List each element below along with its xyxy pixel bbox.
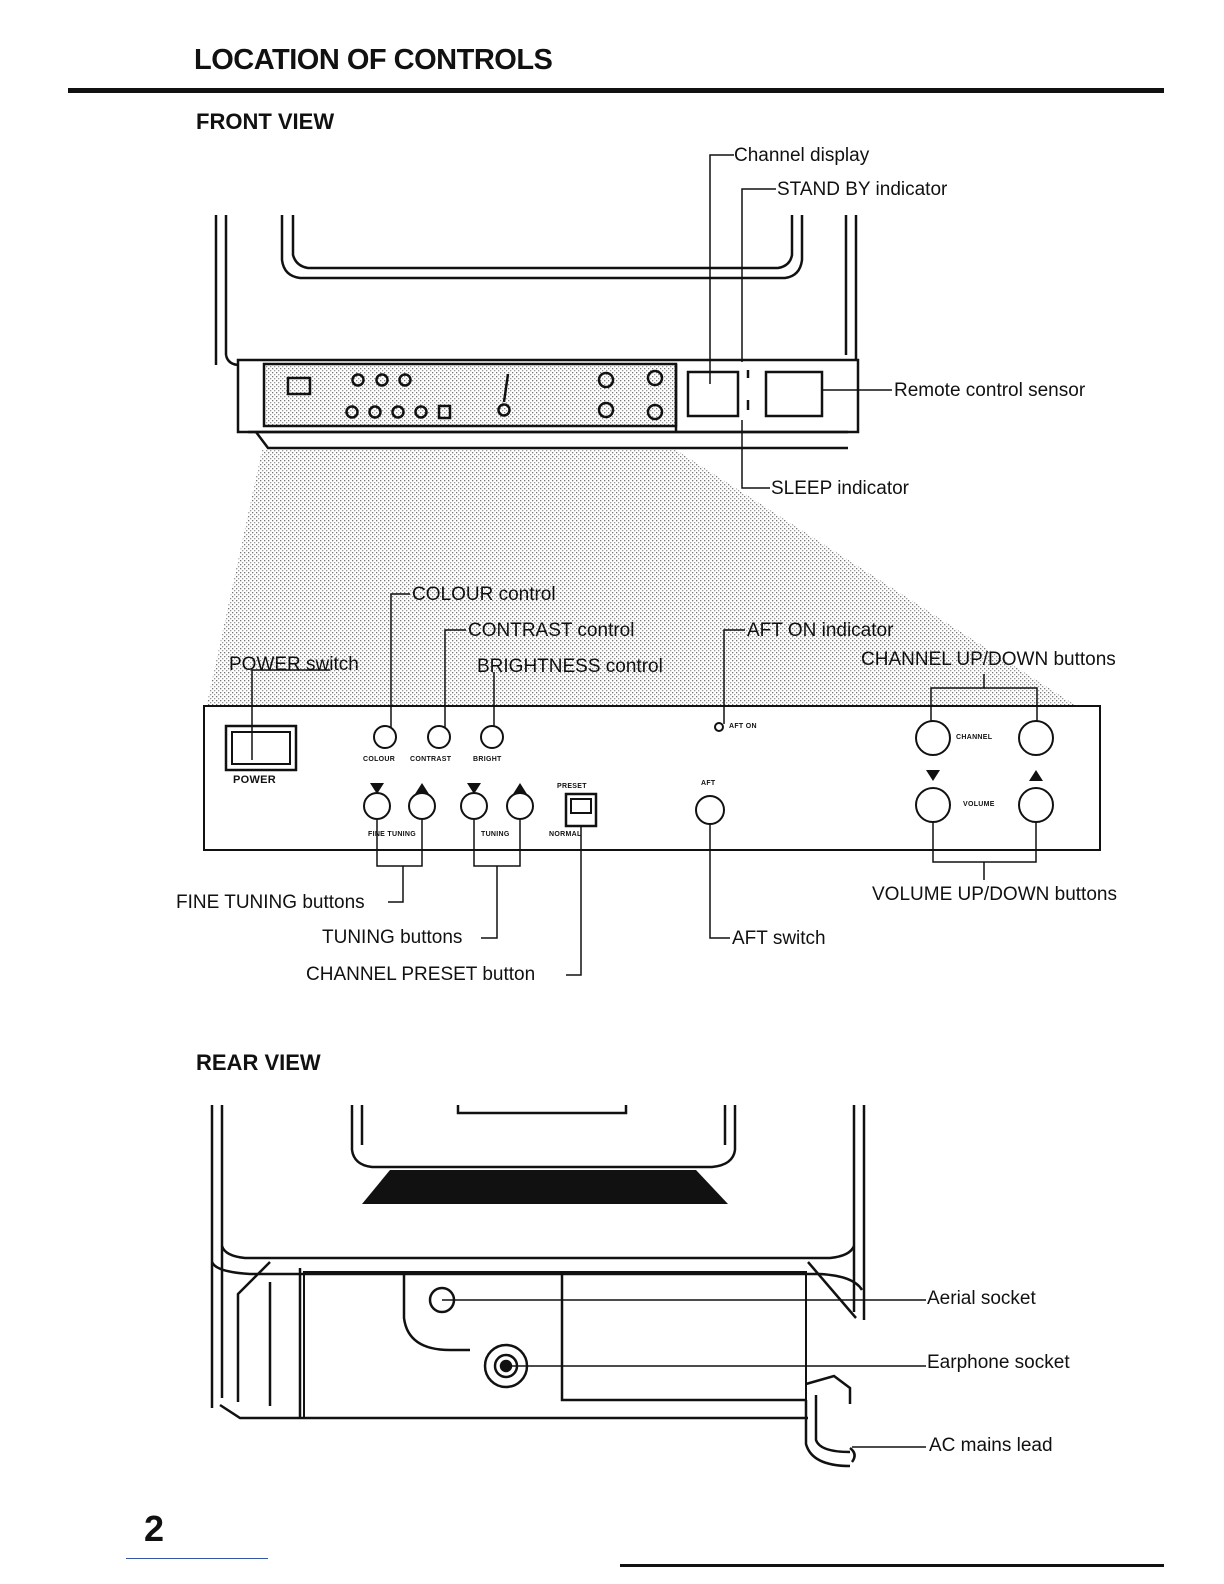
tuning-buttons-label: TUNING buttons [322, 927, 463, 948]
footer-rule-left [126, 1558, 268, 1559]
panel-tuning-text: TUNING [481, 831, 510, 838]
panel-power-text: POWER [233, 774, 277, 786]
ac-mains-lead-label: AC mains lead [929, 1435, 1053, 1456]
panel-volume-text: VOLUME [963, 801, 995, 808]
channel-updown-label: CHANNEL UP/DOWN buttons [861, 649, 1116, 670]
front-tv [214, 215, 860, 450]
panel-colour-text: COLOUR [363, 756, 396, 763]
panel-channel-text: CHANNEL [956, 734, 993, 741]
fine-tuning-buttons-label: FINE TUNING buttons [176, 892, 365, 913]
power-switch-label: POWER switch [229, 654, 359, 675]
panel-leaders [251, 593, 1038, 976]
colour-control-label: COLOUR control [412, 584, 556, 605]
footer-rule-right [620, 1564, 1164, 1567]
page-title: LOCATION OF CONTROLS [194, 44, 553, 76]
front-leaders [709, 154, 892, 489]
rear-tv [210, 1105, 866, 1468]
aft-on-indicator-label: AFT ON indicator [747, 620, 894, 641]
panel-fine-tuning-text: FINE TUNING [368, 831, 417, 838]
rear-screen-shade [362, 1170, 728, 1204]
panel-preset-text: PRESET [557, 783, 587, 790]
sleep-indicator-label: SLEEP indicator [771, 478, 910, 499]
channel-display-label: Channel display [734, 145, 870, 166]
aft-switch-label: AFT switch [732, 928, 826, 949]
front-view-heading: FRONT VIEW [196, 109, 335, 134]
panel-aft-on-text: AFT ON [729, 723, 757, 730]
remote-sensor-label: Remote control sensor [894, 380, 1086, 401]
panel-aft-text: AFT [701, 780, 716, 787]
brightness-control-label: BRIGHTNESS control [477, 656, 663, 677]
rear-leaders [442, 1299, 926, 1448]
control-panel [203, 705, 1101, 851]
zoom-projection [206, 450, 1080, 708]
panel-contrast-text: CONTRAST [410, 756, 452, 763]
channel-preset-button-label: CHANNEL PRESET button [306, 964, 536, 985]
title-rule [68, 88, 1164, 93]
page-number: 2 [144, 1508, 165, 1549]
volume-updown-label: VOLUME UP/DOWN buttons [872, 884, 1117, 905]
contrast-control-label: CONTRAST control [468, 620, 635, 641]
panel-bright-text: BRIGHT [473, 756, 502, 763]
rear-view-heading: REAR VIEW [196, 1050, 321, 1075]
earphone-socket-label: Earphone socket [927, 1352, 1070, 1373]
standby-indicator-label: STAND BY indicator [777, 179, 948, 200]
aerial-socket-label: Aerial socket [927, 1288, 1036, 1309]
panel-normal-text: NORMAL [549, 831, 582, 838]
panel-arrows [370, 770, 1043, 794]
